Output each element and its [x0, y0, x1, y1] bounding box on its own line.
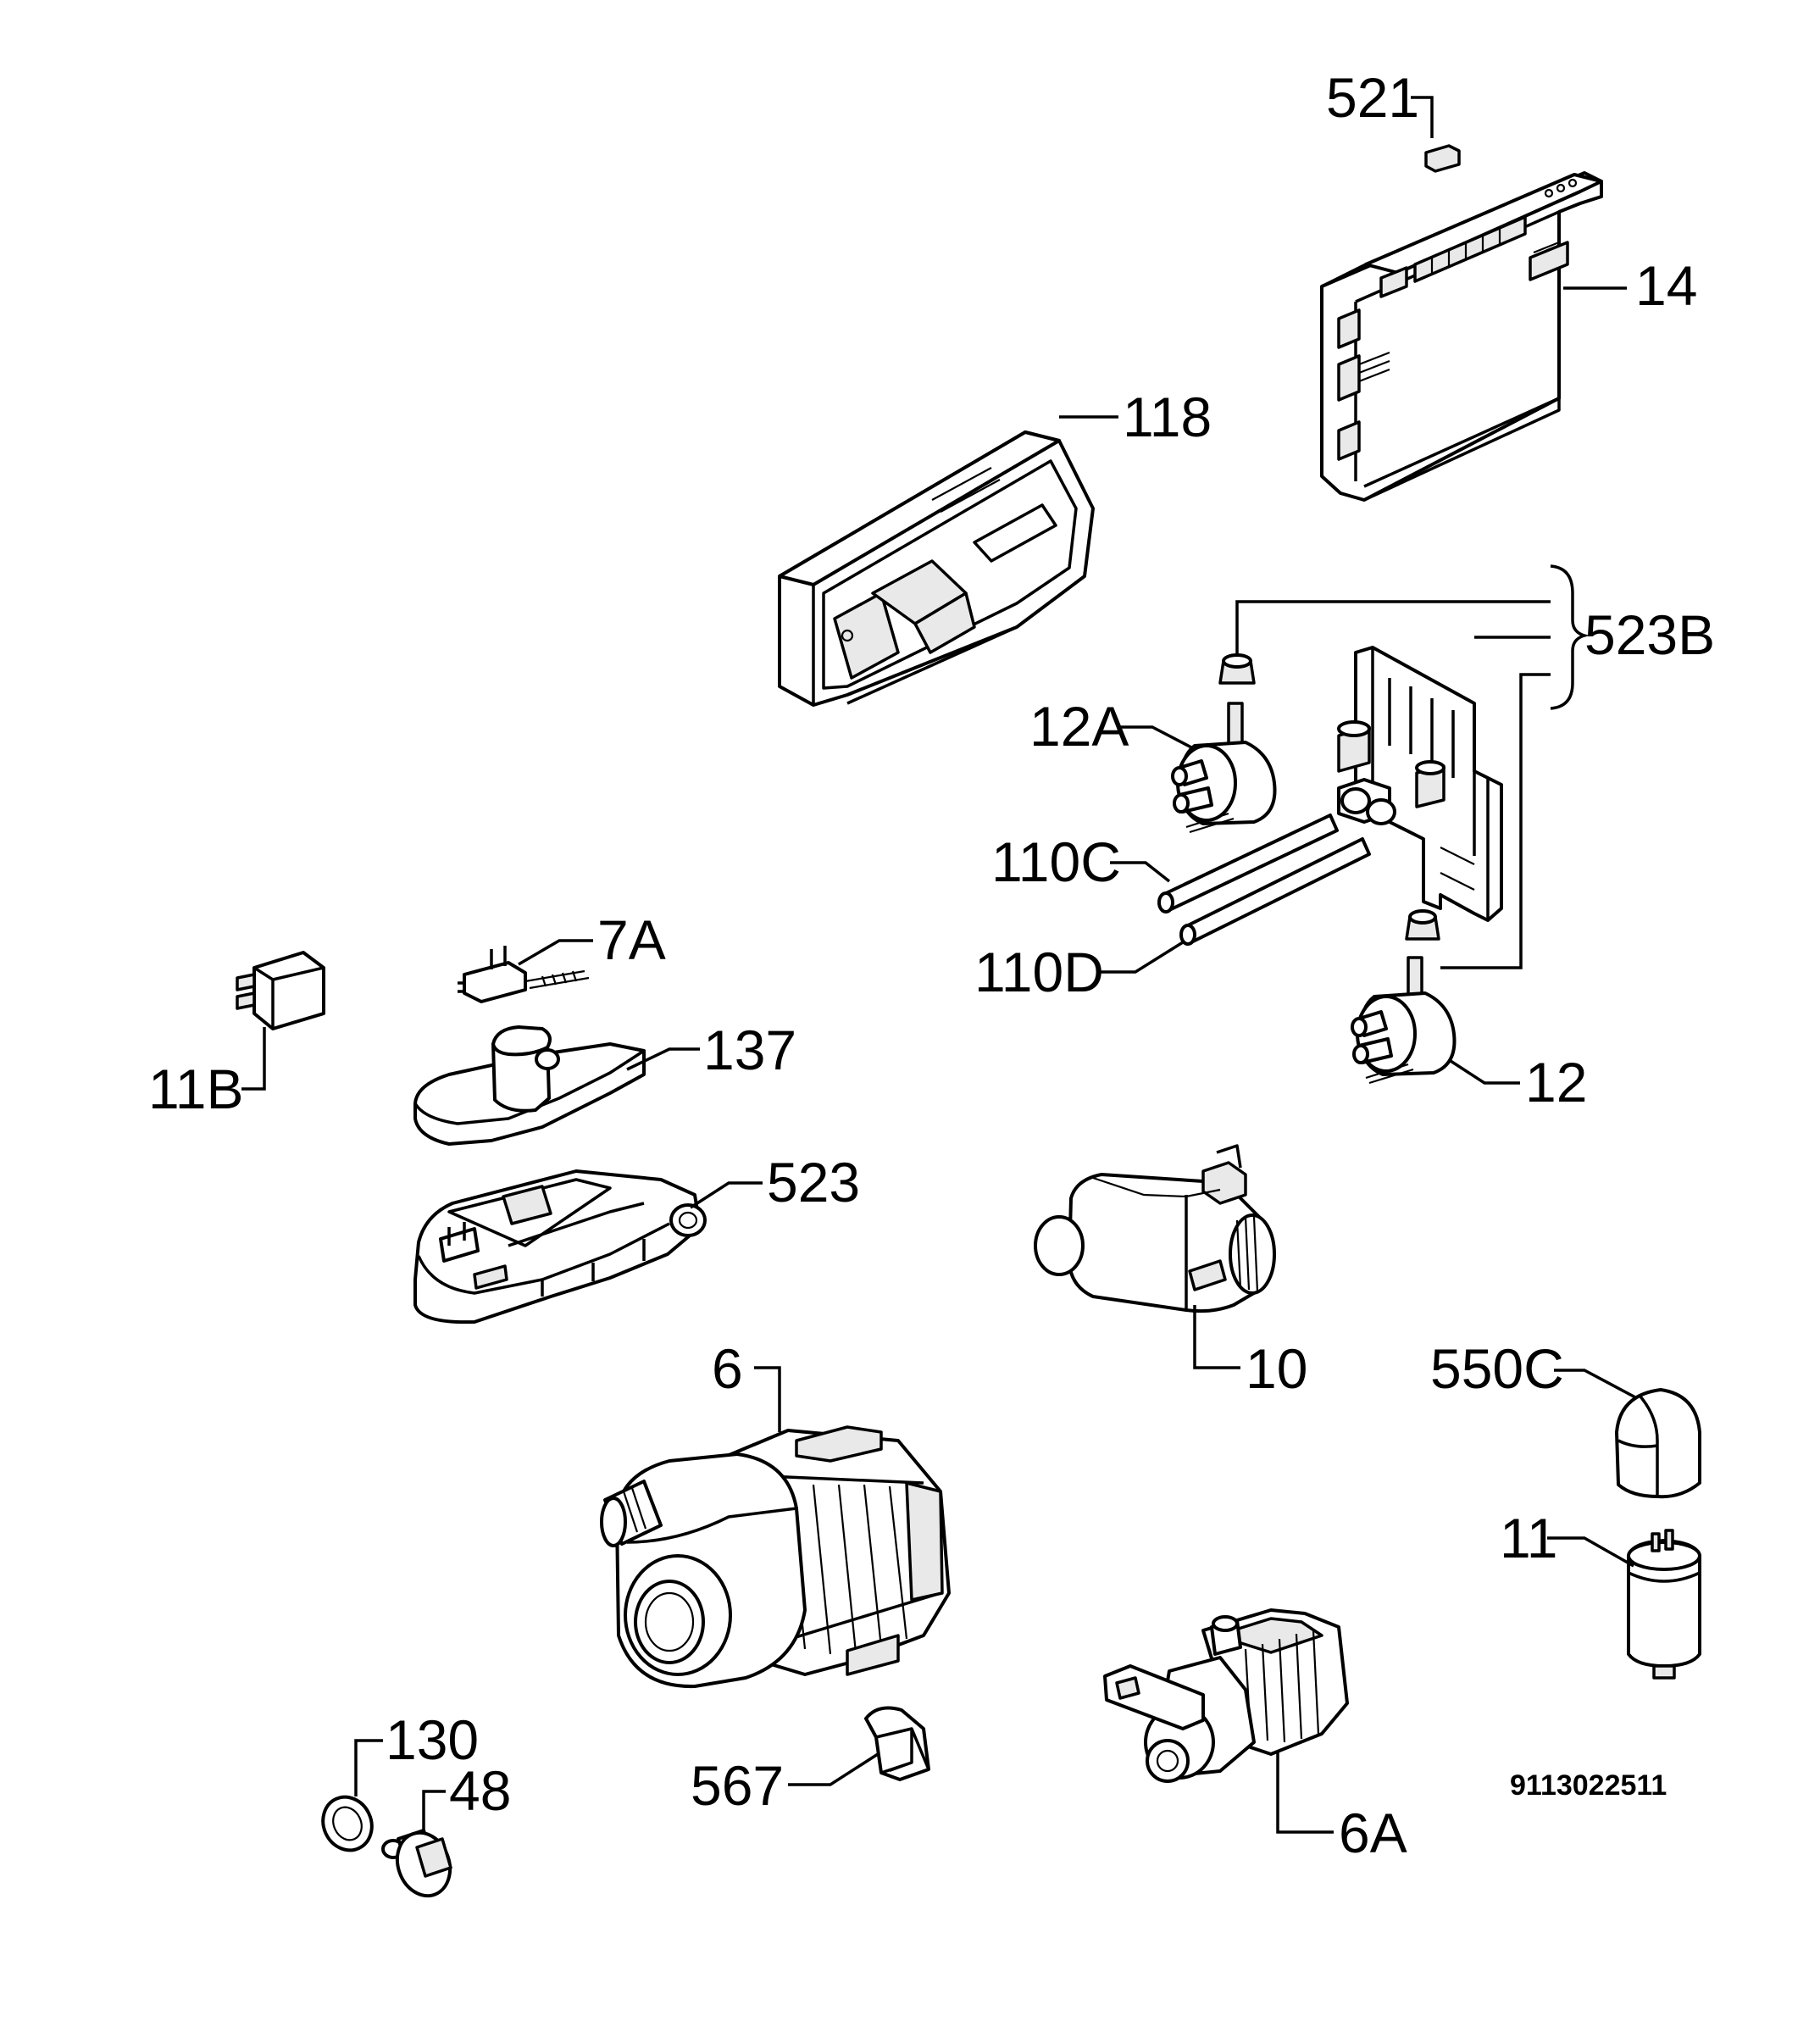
leader-11: [1547, 1536, 1634, 1568]
part-48-screw: [381, 1829, 452, 1898]
part-550C-cap: [1615, 1388, 1701, 1499]
part-7A-sensor: [458, 946, 590, 1003]
label-110D: 110D: [974, 941, 1104, 1003]
part-137-cover: [413, 1025, 646, 1146]
label-48: 48: [449, 1759, 511, 1822]
label-10: 10: [1246, 1337, 1307, 1400]
label-137: 137: [703, 1019, 796, 1081]
leader-110D: [1098, 941, 1184, 974]
part-11-capacitor: [1627, 1529, 1701, 1680]
label-7A: 7A: [597, 908, 666, 971]
part-118-display-panel: [778, 430, 1095, 707]
leader-7A: [518, 939, 593, 966]
label-523: 523: [767, 1151, 860, 1213]
part-12-pressure-switch: [1351, 956, 1457, 1085]
leader-137: [626, 1047, 700, 1071]
label-6: 6: [712, 1337, 743, 1400]
part-110D-hose: [1179, 837, 1371, 946]
part-10-heater: [1034, 1144, 1276, 1313]
leader-6A: [1276, 1751, 1334, 1834]
part-521: [1424, 144, 1461, 173]
label-12: 12: [1525, 1051, 1587, 1113]
part-523B-nozzle-bottom: [1405, 909, 1440, 941]
label-6A: 6A: [1339, 1802, 1407, 1864]
label-11B: 11B: [148, 1058, 244, 1120]
leader-110C: [1110, 861, 1171, 883]
leader-521: [1411, 96, 1434, 138]
label-14: 14: [1635, 254, 1697, 317]
leader-567: [788, 1752, 879, 1786]
leader-550C: [1554, 1369, 1638, 1400]
part-14-control-module: [1320, 171, 1603, 502]
leader-10: [1193, 1305, 1240, 1369]
leader-523B-top: [1235, 600, 1551, 669]
label-523B: 523B: [1584, 603, 1715, 666]
bracket-523B: [1550, 564, 1590, 710]
label-521: 521: [1326, 66, 1419, 129]
part-110C-hose: [1157, 814, 1339, 913]
part-12A-pressure-switch: [1171, 702, 1277, 834]
part-6A-drain-pump: [1103, 1608, 1349, 1783]
label-110C: 110C: [991, 830, 1121, 893]
leader-12: [1450, 1059, 1520, 1085]
label-550C: 550C: [1430, 1337, 1564, 1400]
drawing-code: 9113022511: [1510, 1769, 1667, 1802]
leader-11B: [241, 1027, 266, 1091]
part-523B-bracket: [1337, 646, 1503, 922]
leader-12A: [1120, 725, 1196, 751]
part-6-circulation-pump: [600, 1425, 951, 1689]
part-523-air-break: [413, 1169, 707, 1324]
leader-130: [354, 1739, 383, 1796]
part-523B-nozzle-top: [1218, 653, 1256, 685]
part-567-clip: [864, 1706, 930, 1781]
label-567: 567: [691, 1754, 784, 1817]
leader-6: [754, 1366, 781, 1432]
leader-523B-bot: [1440, 673, 1551, 969]
leader-48: [422, 1790, 446, 1832]
label-12A: 12A: [1029, 695, 1129, 758]
leader-523: [690, 1181, 763, 1209]
label-118: 118: [1123, 386, 1212, 448]
part-11B-relay: [236, 951, 325, 1030]
label-130: 130: [386, 1708, 479, 1771]
part-130-ring: [321, 1795, 374, 1852]
